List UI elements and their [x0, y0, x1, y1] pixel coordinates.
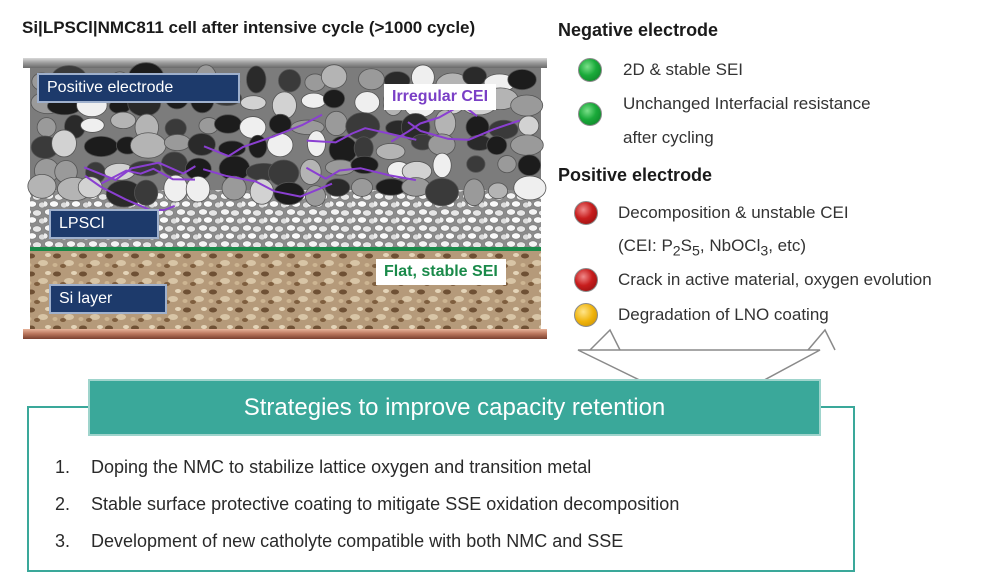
particle: [130, 132, 167, 159]
cei-line: [202, 168, 333, 198]
positive-item: Degradation of LNO coating: [618, 305, 829, 324]
particle: [278, 69, 302, 93]
particle: [325, 159, 356, 176]
particle: [185, 175, 211, 203]
positive-electrode-label: Positive electrode: [37, 73, 240, 103]
particle: [432, 152, 452, 178]
particle: [510, 94, 544, 117]
negative-item: 2D & stable SEI: [623, 60, 744, 79]
top-current-collector: [23, 58, 547, 68]
particle: [187, 133, 216, 156]
particle: [320, 64, 348, 89]
particle: [307, 130, 326, 157]
particle: [80, 117, 105, 133]
sei-line: [30, 247, 541, 251]
funnel-arrow-left-tip: [589, 328, 621, 351]
particle: [513, 175, 547, 201]
particle: [351, 178, 373, 197]
status-dot-red: [574, 201, 598, 225]
status-dot-red: [574, 268, 598, 292]
particle: [324, 178, 351, 197]
cei-line: [101, 167, 196, 185]
particle: [221, 175, 247, 201]
particle: [51, 129, 77, 158]
strategy-item: 3.Development of new catholyte compatibl…: [55, 531, 624, 551]
particle: [424, 177, 459, 207]
status-dot-green: [578, 102, 602, 126]
cei-lines: [83, 103, 521, 211]
particle: [214, 114, 242, 134]
cell-title: Si|LPSCl|NMC811 cell after intensive cyc…: [22, 18, 476, 37]
cei-line: [305, 166, 417, 182]
cei-line: [306, 127, 417, 144]
particle: [507, 69, 537, 91]
lpscl-label: LPSCl: [49, 209, 159, 239]
particle: [465, 115, 490, 139]
strategy-item: 1.Doping the NMC to stabilize lattice ox…: [55, 457, 592, 477]
particle: [299, 158, 322, 185]
particle: [486, 135, 508, 155]
negative-item: Unchanged Interfacial resistance: [623, 94, 871, 113]
particle: [466, 155, 486, 173]
cei-composition-note: (CEI: P2S5, NbOCl3, etc): [618, 236, 807, 260]
particle: [358, 68, 385, 91]
particle: [322, 89, 346, 109]
particle: [134, 179, 159, 206]
stable-sei-callout: Flat, stable SEI: [376, 259, 506, 285]
strategies-title: Strategies to improve capacity retention: [88, 379, 821, 436]
particle: [345, 112, 381, 141]
particle: [487, 182, 508, 200]
status-dot-yellow: [574, 303, 598, 327]
bottom-current-collector: [23, 329, 547, 339]
cei-line: [84, 174, 176, 211]
particle: [246, 65, 267, 94]
particle: [497, 155, 517, 174]
negative-electrode-heading: Negative electrode: [558, 20, 719, 40]
particle: [240, 95, 267, 111]
particle: [239, 116, 267, 139]
cei-line: [407, 119, 521, 141]
positive-electrode-heading: Positive electrode: [558, 165, 713, 185]
particle: [305, 185, 326, 207]
status-dot-green: [578, 58, 602, 82]
particle: [518, 115, 540, 136]
si-layer-label: Si layer: [49, 284, 167, 314]
negative-item-continued: after cycling: [623, 128, 714, 147]
particle: [83, 136, 119, 157]
particle: [268, 159, 300, 187]
particle: [301, 92, 327, 109]
particle: [110, 111, 137, 130]
particle: [510, 134, 544, 156]
particle: [27, 173, 57, 199]
particle: [249, 178, 274, 205]
particle: [517, 154, 542, 176]
strategy-item: 2.Stable surface protective coating to m…: [55, 494, 680, 514]
particle: [462, 66, 487, 87]
irregular-cei-callout: Irregular CEI: [384, 84, 497, 110]
particle: [163, 134, 192, 152]
particle: [375, 143, 406, 160]
particle: [324, 110, 348, 136]
particle: [354, 91, 380, 114]
cei-line: [203, 113, 323, 158]
funnel-arrow-right-tip: [807, 328, 836, 351]
particle: [36, 117, 57, 138]
particle: [463, 178, 485, 207]
positive-item: Crack in active material, oxygen evoluti…: [618, 270, 932, 289]
particle: [328, 135, 358, 164]
positive-item: Decomposition & unstable CEI: [618, 203, 849, 222]
